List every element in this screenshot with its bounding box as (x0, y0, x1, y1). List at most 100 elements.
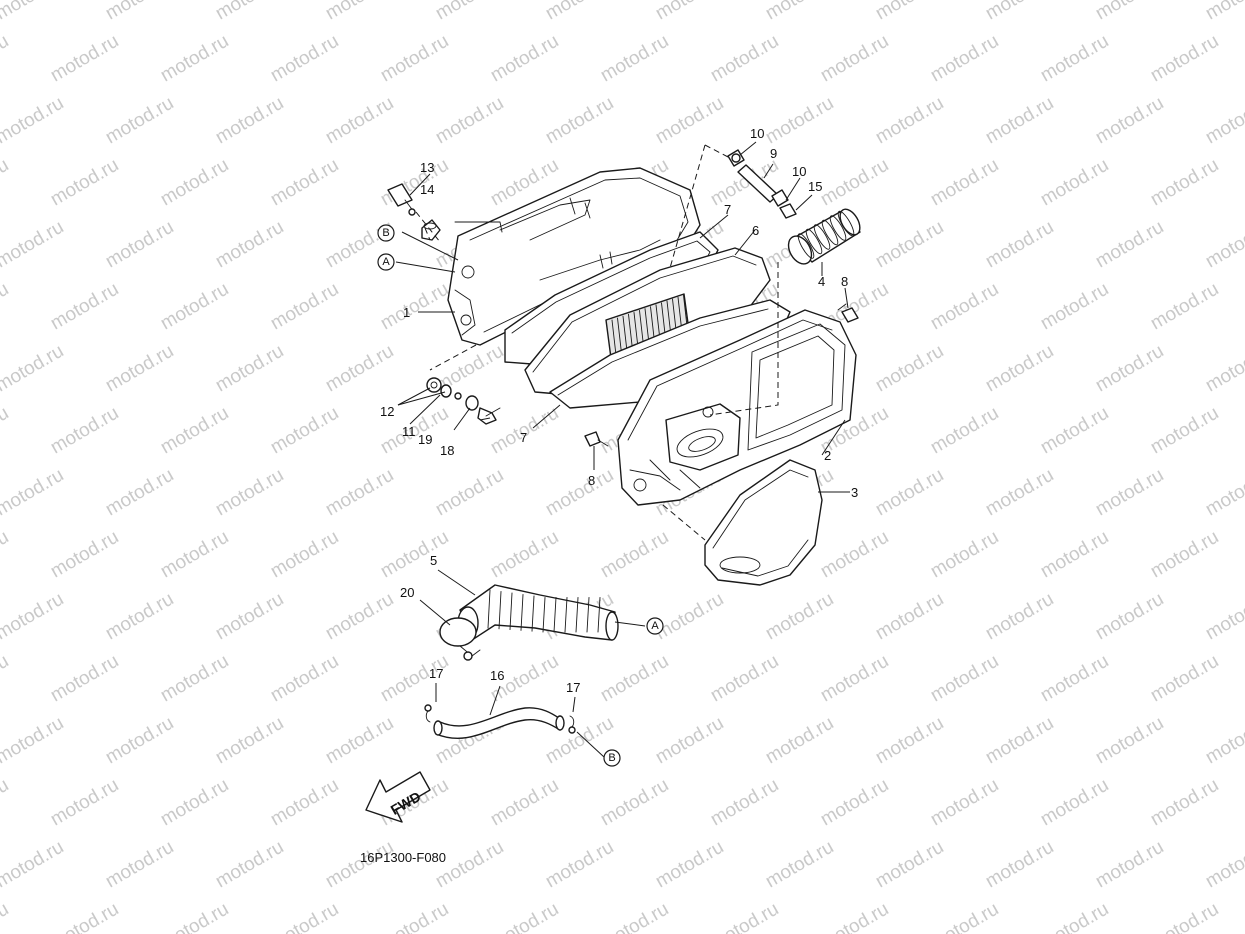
ref-B-hose: B (603, 749, 621, 767)
watermark-text: motod.ru (707, 155, 782, 211)
watermark-text: motod.ru (377, 527, 452, 583)
callout-3: 3 (851, 485, 858, 500)
watermark-text: motod.ru (762, 93, 837, 149)
watermark-text: motod.ru (157, 775, 232, 831)
watermark-text: motod.ru (542, 0, 617, 24)
watermark-text: motod.ru (267, 279, 342, 335)
watermark-text: motod.ru (1202, 0, 1245, 24)
watermark-text: motod.ru (47, 155, 122, 211)
watermark-text: motod.ru (597, 775, 672, 831)
watermark-text: motod.ru (1037, 403, 1112, 459)
watermark-text: motod.ru (542, 465, 617, 521)
watermark-text: motod.ru (982, 93, 1057, 149)
watermark-text: motod.ru (1037, 899, 1112, 934)
watermark-text: motod.ru (597, 31, 672, 87)
watermark-text: motod.ru (1092, 93, 1167, 149)
watermark-text: motod.ru (1092, 217, 1167, 273)
watermark-text: motod.ru (652, 589, 727, 645)
watermark-text: motod.ru (0, 0, 67, 24)
watermark-text: motod.ru (432, 93, 507, 149)
watermark-text: motod.ru (542, 93, 617, 149)
watermark-text: motod.ru (982, 589, 1057, 645)
watermark-text: motod.ru (267, 775, 342, 831)
watermark-text: motod.ru (982, 837, 1057, 893)
watermark-text: motod.ru (1202, 341, 1245, 397)
watermark-text: motod.ru (927, 527, 1002, 583)
callout-10-mid: 10 (792, 164, 806, 179)
svg-text:A: A (382, 256, 390, 268)
joint-rib (520, 594, 524, 631)
watermark-text: motod.ru (1147, 775, 1222, 831)
watermark-text: motod.ru (1092, 465, 1167, 521)
watermark-text: motod.ru (872, 837, 947, 893)
watermark-text: motod.ru (982, 217, 1057, 273)
watermark-text: motod.ru (872, 589, 947, 645)
watermark-text: motod.ru (927, 31, 1002, 87)
callout-2: 2 (824, 448, 831, 463)
watermark-text: motod.ru (0, 651, 12, 707)
svg-text:B: B (608, 752, 615, 764)
watermark-text: motod.ru (927, 775, 1002, 831)
callout-15: 15 (808, 179, 822, 194)
watermark-text: motod.ru (1202, 217, 1245, 273)
watermark-text: motod.ru (0, 775, 12, 831)
joint-rib (498, 591, 502, 630)
joint-rib (487, 589, 491, 629)
callout-4: 4 (818, 274, 825, 289)
watermark-text: motod.ru (432, 465, 507, 521)
watermark-text: motod.ru (927, 155, 1002, 211)
watermark-text: motod.ru (1202, 713, 1245, 769)
watermark-text: motod.ru (212, 93, 287, 149)
watermark-text: motod.ru (212, 713, 287, 769)
watermark-text: motod.ru (322, 0, 397, 24)
watermark-text: motod.ru (597, 899, 672, 934)
part-5-joint (439, 584, 619, 661)
watermark-text: motod.ru (322, 93, 397, 149)
watermark-text: motod.ru (1147, 31, 1222, 87)
part-8-screws (584, 303, 859, 447)
callout-20: 20 (400, 585, 414, 600)
funnel-rib (797, 233, 815, 259)
watermark-text: motod.ru (47, 527, 122, 583)
watermark-text: motod.ru (157, 527, 232, 583)
watermark-text: motod.ru (1147, 403, 1222, 459)
watermark-text: motod.ru (267, 527, 342, 583)
callout-13: 13 (420, 160, 434, 175)
watermark-text: motod.ru (47, 775, 122, 831)
callout-17-right: 17 (566, 680, 580, 695)
watermark-text: motod.ru (102, 0, 177, 24)
joint-rib (575, 597, 579, 633)
watermark-text: motod.ru (487, 775, 562, 831)
part-4-funnel (787, 208, 861, 265)
callout-8-right: 8 (841, 274, 848, 289)
watermark-text: motod.ru (102, 217, 177, 273)
watermark-text: motod.ru (102, 589, 177, 645)
callout-6: 6 (752, 223, 759, 238)
watermark-text: motod.ru (157, 31, 232, 87)
watermark-text: motod.ru (377, 31, 452, 87)
joint-rib (531, 595, 535, 632)
watermark-text: motod.ru (872, 465, 947, 521)
watermark-text: motod.ru (927, 899, 1002, 934)
svg-text:B: B (382, 227, 389, 239)
watermark-text: motod.ru (1202, 837, 1245, 893)
watermark-text: motod.ru (1092, 341, 1167, 397)
watermark-text: motod.ru (102, 713, 177, 769)
watermark-text: motod.ru (432, 0, 507, 24)
watermark-text: motod.ru (762, 713, 837, 769)
watermark-text: motod.ru (47, 651, 122, 707)
watermark-text: motod.ru (212, 0, 287, 24)
leader-lines (395, 141, 850, 758)
watermark-text: motod.ru (322, 341, 397, 397)
watermark-text: motod.ru (817, 651, 892, 707)
watermark-text: motod.ru (212, 341, 287, 397)
watermark-text: motod.ru (0, 217, 67, 273)
watermark-text: motod.ru (872, 713, 947, 769)
watermark-text: motod.ru (212, 589, 287, 645)
callout-18: 18 (440, 443, 454, 458)
watermark-text: motod.ru (597, 527, 672, 583)
callout-labels: 1 2 3 4 5 6 7 7 8 8 9 10 10 11 12 13 14 … (380, 126, 858, 695)
watermark-text: motod.ru (927, 651, 1002, 707)
watermark-text: motod.ru (817, 155, 892, 211)
watermark-text: motod.ru (872, 341, 947, 397)
